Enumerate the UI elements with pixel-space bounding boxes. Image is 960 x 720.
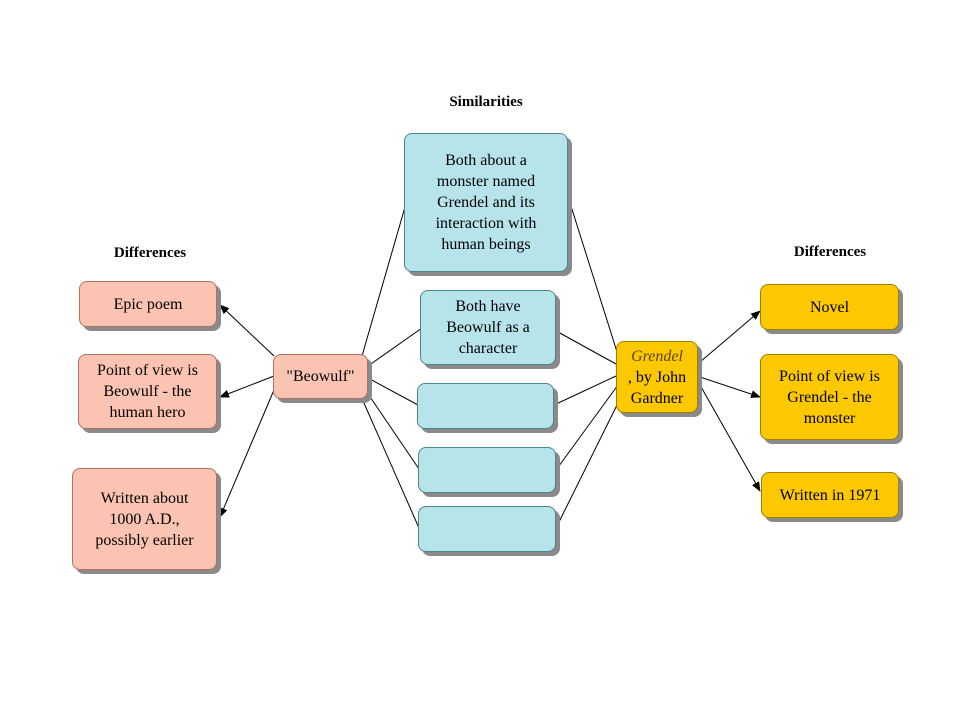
arrow-to-novel	[699, 310, 761, 363]
right-difference-label: Point of view is Grendel - the monster	[779, 367, 880, 427]
arrow-to-pov-grendel	[699, 376, 761, 398]
right-difference-label: Written in 1971	[779, 486, 881, 504]
left-difference-label: Epic poem	[113, 295, 183, 313]
beowulf-label: "Beowulf"	[286, 368, 355, 385]
left-difference-epic-poem: Epic poem	[79, 281, 217, 327]
arrow-to-written-1000	[219, 389, 275, 518]
right-differences-heading: Differences	[793, 244, 867, 260]
right-difference-point-of-view: Point of view is Grendel - the monster	[760, 354, 899, 440]
similarity-label: Both about a monster named Grendel and i…	[435, 152, 537, 253]
similarity-empty-2	[418, 447, 556, 493]
grendel-title: Grendel	[631, 347, 683, 365]
right-difference-novel: Novel	[760, 284, 899, 330]
grendel-author: , by John Gardner	[627, 368, 687, 407]
similarity-empty-3	[418, 506, 556, 552]
right-difference-label: Novel	[809, 298, 850, 316]
grendel-node: Grendel , by John Gardner	[616, 341, 698, 413]
arrow-to-pov-beowulf	[219, 375, 275, 398]
arrow-to-epic-poem	[219, 304, 275, 357]
left-differences-heading: Differences	[113, 245, 187, 261]
arrow-to-written-1971	[699, 384, 761, 492]
similarity-beowulf-character: Both have Beowulf as a character	[420, 290, 556, 365]
left-difference-label: Point of view is Beowulf - the human her…	[97, 362, 198, 421]
similarity-monster-grendel: Both about a monster named Grendel and i…	[404, 133, 568, 272]
similarity-label: Both have Beowulf as a character	[446, 298, 530, 357]
similarity-empty-1	[417, 383, 554, 429]
right-difference-written-date: Written in 1971	[761, 472, 899, 518]
left-difference-label: Written about 1000 A.D., possibly earlie…	[95, 489, 194, 549]
similarities-heading: Similarities	[449, 94, 523, 110]
left-difference-written-date: Written about 1000 A.D., possibly earlie…	[72, 468, 217, 570]
beowulf-node: "Beowulf"	[273, 354, 368, 399]
left-difference-point-of-view: Point of view is Beowulf - the human her…	[78, 354, 217, 429]
